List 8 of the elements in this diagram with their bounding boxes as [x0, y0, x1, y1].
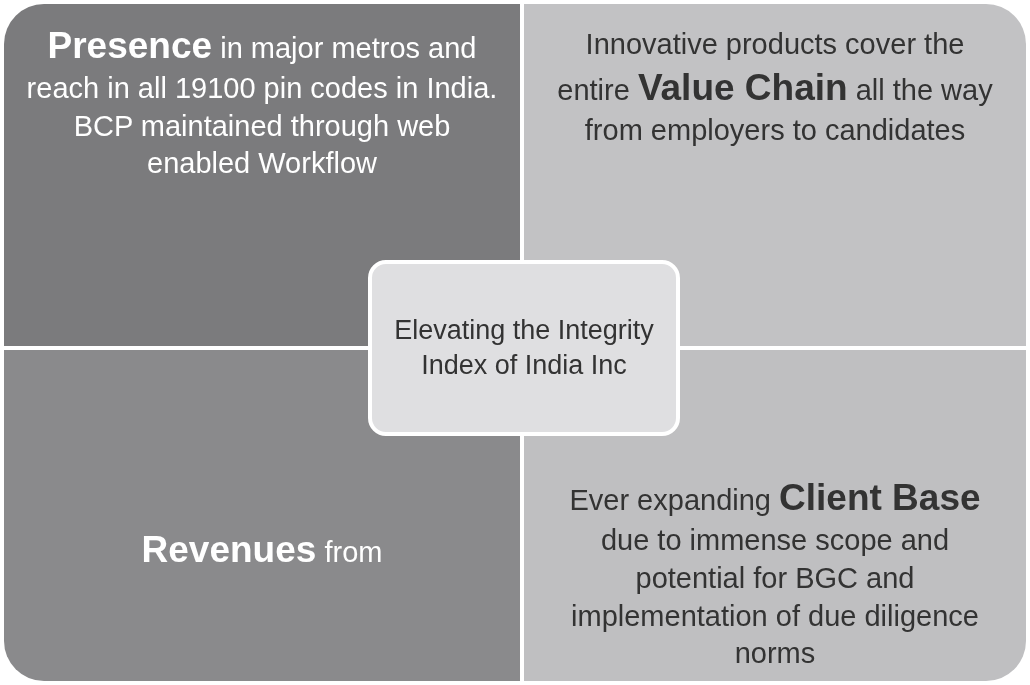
- quadrant-panel: [4, 350, 520, 681]
- quadrant-panel: [524, 350, 1026, 681]
- quadrant-text: Ever expanding Client Base due to immense scope and potential for BGC and implementation of due diligence norms: [568, 476, 982, 672]
- quadrant-text: Innovative products cover the entire Value Chain all the way from employers to candidates: [556, 27, 994, 148]
- center-box: [368, 260, 680, 436]
- center-text: Elevating the Integrity Index of India Inc: [393, 313, 655, 382]
- quadrant-text: Revenues from: [141, 528, 383, 573]
- quadrant-text: Presence in major metros and reach in all 19100 pin codes in India. BCP maintained through web enabled Workflow: [25, 24, 499, 182]
